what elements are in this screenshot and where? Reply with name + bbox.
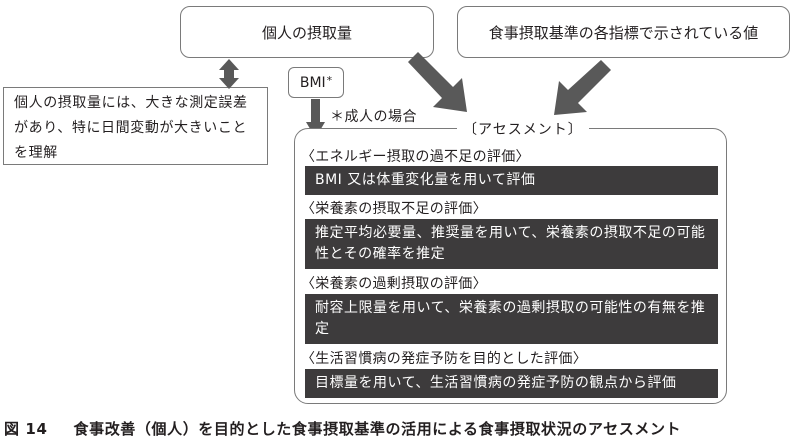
section-heading-lifestyle: 〈生活習慣病の発症予防を目的とした評価〉 [301,351,587,367]
figure-caption-text: 食事改善（個人）を目的とした食事摂取基準の活用による食事摂取状況のアセスメント [73,420,682,438]
personal-intake-box: 個人の摂取量 [180,6,434,58]
section-body-deficiency: 推定平均必要量、推奨量を用いて、栄養素の摂取不足の可能性とその確率を推定 [305,219,718,269]
figure-number: 図 14 [4,420,48,438]
standard-values-label: 食事摂取基準の各指標で示されている値 [488,23,759,42]
section-heading-deficiency: 〈栄養素の摂取不足の評価〉 [301,201,487,217]
section-body-excess: 耐容上限量を用いて、栄養素の過剰摂取の可能性の有無を推定 [305,294,718,344]
intake-to-assessment-arrow [408,52,467,112]
section-body-lifestyle: 目標量を用いて、生活習慣病の発症予防の観点から評価 [305,369,718,398]
section-heading-energy: 〈エネルギー摂取の過不足の評価〉 [301,149,530,165]
figure-caption: 図 14 食事改善（個人）を目的とした食事摂取基準の活用による食事摂取状況のアセス… [4,418,681,439]
double-arrow [219,59,239,89]
measurement-error-note-text: 個人の摂取量には、大きな測定誤差があり、特に日間変動が大きいことを理解 [14,95,248,161]
adult-case-note: ＊成人の場合 [330,109,417,125]
measurement-error-note-box: 個人の摂取量には、大きな測定誤差があり、特に日間変動が大きいことを理解 [3,87,268,165]
bmi-label: BMI [299,74,326,91]
section-body-energy: BMI 又は体重変化量を用いて評価 [305,166,718,195]
standard-values-box: 食事摂取基準の各指標で示されている値 [457,6,790,58]
bmi-asterisk: * [326,74,333,87]
assessment-label: 〔アセスメント〕 [457,119,589,139]
section-heading-excess: 〈栄養素の過剰摂取の評価〉 [301,276,487,292]
bmi-box: BMI* [288,67,344,98]
standard-to-assessment-arrow [554,60,611,115]
personal-intake-label: 個人の摂取量 [261,23,352,42]
